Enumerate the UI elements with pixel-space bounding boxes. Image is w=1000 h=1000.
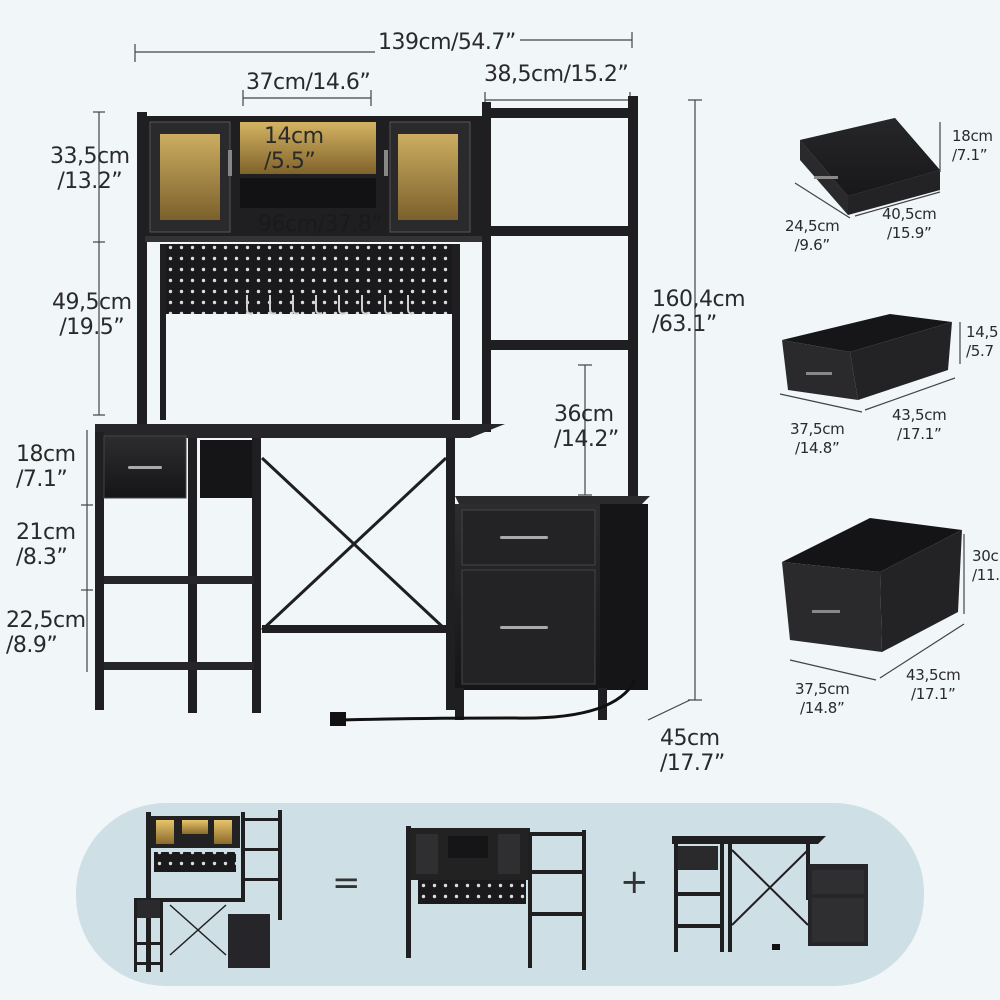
- side-tower: [482, 96, 638, 496]
- storage-bin-small: [794, 118, 941, 219]
- bin3-height-label: 30c/11.: [972, 547, 1000, 584]
- equals-sign: =: [332, 863, 361, 903]
- storage-bin-large: [782, 518, 965, 681]
- hutch-width-label: 96cm/37.8”: [258, 212, 383, 237]
- tower-width-label: 38,5cm/15.2”: [484, 62, 629, 87]
- shelf-low-height-label: 22,5cm /8.9”: [6, 608, 86, 658]
- cabinet-width-label: 37cm/14.6”: [246, 70, 371, 95]
- hutch-height-label: 33,5cm /13.2”: [50, 144, 130, 194]
- niche-height-label: 14cm /5.5”: [264, 124, 324, 174]
- bin2-height-label: 14,5/5.7: [966, 323, 999, 360]
- bin2-depth-label: 37,5cm/14.8”: [790, 420, 845, 457]
- drawer-height-label: 18cm /7.1”: [16, 442, 76, 492]
- bin2-width-label: 43,5cm/17.1”: [892, 406, 947, 443]
- tower-gap-label: 36cm /14.2”: [554, 402, 619, 452]
- pegboard-height-label: 49,5cm /19.5”: [52, 290, 132, 340]
- full-desk-thumbnail: [134, 810, 282, 972]
- depth-label: 45cm /17.7”: [660, 726, 725, 776]
- total-width-label: 139cm/54.7”: [378, 30, 516, 55]
- bin3-width-label: 43,5cm/17.1”: [906, 666, 961, 703]
- shelf-mid-height-label: 21cm /8.3”: [16, 520, 76, 570]
- bin1-depth-label: 24,5cm/9.6”: [785, 217, 840, 254]
- hutch-cabinet: [137, 112, 485, 430]
- bin1-width-label: 40,5cm/15.9”: [882, 205, 937, 242]
- desk: [95, 424, 505, 713]
- bin1-height-label: 18cm/7.1”: [952, 127, 993, 164]
- plus-sign: +: [620, 862, 649, 902]
- bin3-depth-label: 37,5cm/14.8”: [795, 680, 850, 717]
- total-height-label: 160,4cm /63.1”: [652, 287, 746, 337]
- file-cabinet: [330, 496, 650, 726]
- hutch-part-thumbnail: [406, 826, 586, 970]
- desk-part-thumbnail: [672, 836, 868, 952]
- storage-bin-medium: [779, 314, 961, 413]
